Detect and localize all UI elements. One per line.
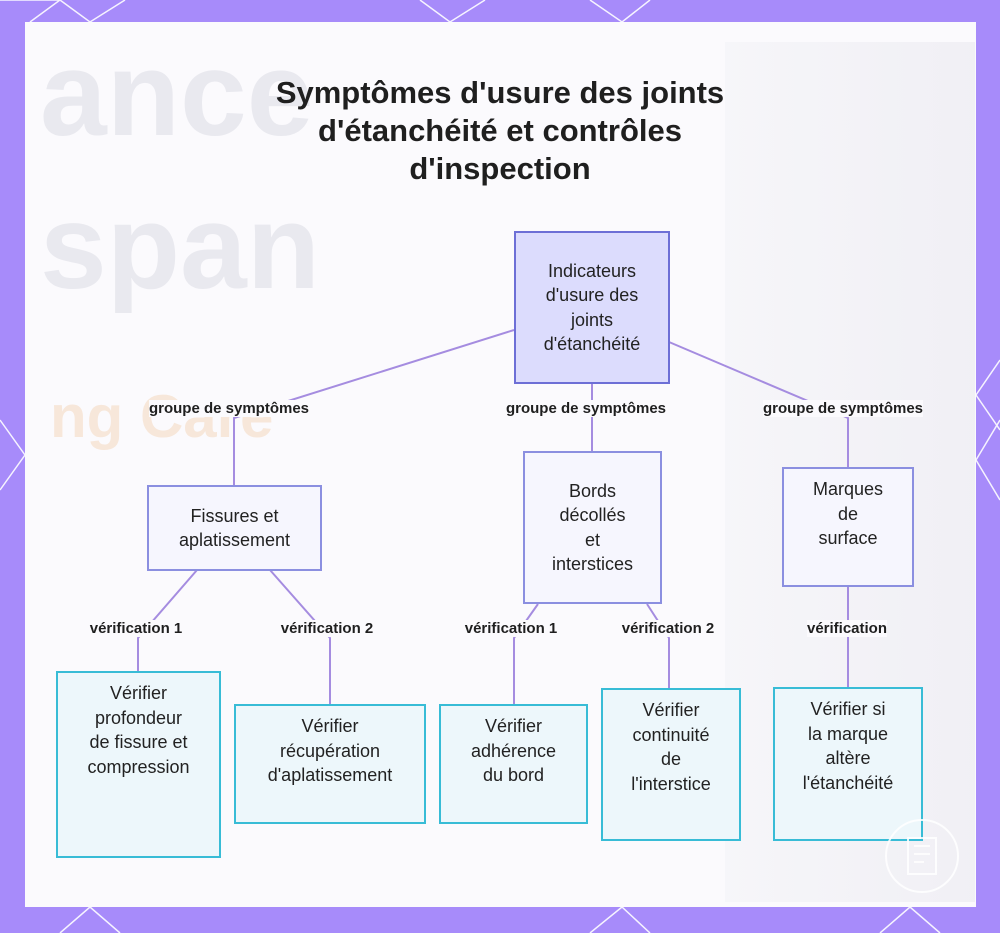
edge-group1-check2 xyxy=(269,569,331,705)
edge-root-group1 xyxy=(233,329,515,486)
edge-label: vérification 2 xyxy=(280,620,374,637)
edge-label: vérification 1 xyxy=(464,620,558,637)
check-node-mark-sealing: Vérifier si la marque altère l'étanchéit… xyxy=(773,687,923,841)
check-node-flattening: Vérifier récupération d'aplatissement xyxy=(234,704,426,824)
edge-group2-check3 xyxy=(513,603,539,705)
book-logo-icon xyxy=(885,819,959,893)
edge-label: groupe de symptômes xyxy=(148,400,310,417)
check-node-crack-depth: Vérifier profondeur de fissure et compre… xyxy=(56,671,221,858)
background-watermark: span xyxy=(40,180,321,314)
root-node: Indicateurs d'usure des joints d'étanché… xyxy=(514,231,670,384)
edge-label: groupe de symptômes xyxy=(505,400,667,417)
edge-root-group3 xyxy=(668,341,849,468)
edge-label: vérification xyxy=(806,620,888,637)
group-node-marks: Marques de surface xyxy=(782,467,914,587)
edge-group2-check4 xyxy=(646,603,670,689)
edge-label: groupe de symptômes xyxy=(762,400,924,417)
edge-label: vérification 1 xyxy=(89,620,183,637)
group-node-edges: Bords décollés et interstices xyxy=(523,451,662,604)
group-node-cracks: Fissures et aplatissement xyxy=(147,485,322,571)
check-node-edge-adhesion: Vérifier adhérence du bord xyxy=(439,704,588,824)
edge-label: vérification 2 xyxy=(621,620,715,637)
diagram-title: Symptômes d'usure des joints d'étanchéit… xyxy=(275,75,725,186)
background-watermark: ance xyxy=(40,27,314,161)
edge-group1-check1 xyxy=(137,569,198,672)
check-node-gap-continuity: Vérifier continuité de l'interstice xyxy=(601,688,741,841)
